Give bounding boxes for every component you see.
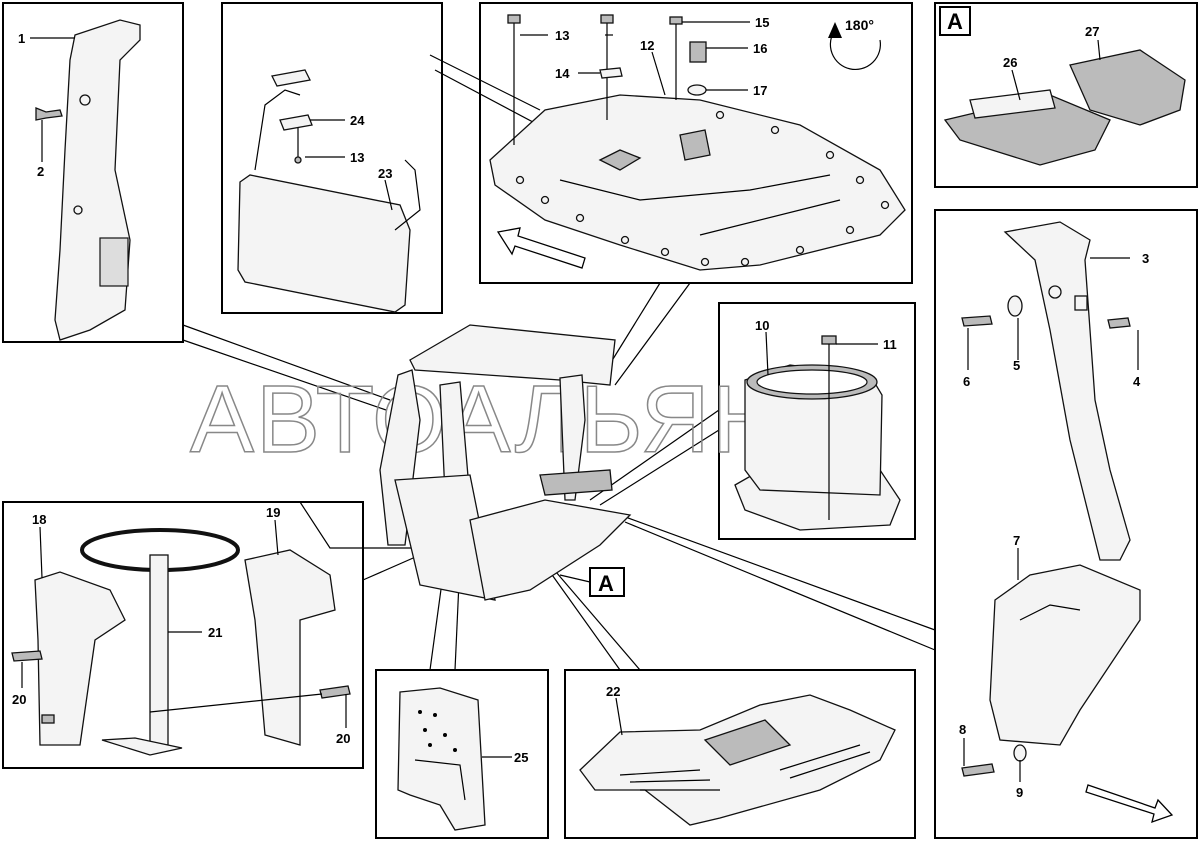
cab-floor	[469, 499, 632, 601]
part-20-screws	[11, 650, 351, 713]
section-marker-a-box: A	[939, 6, 971, 36]
callout-15: 15	[755, 15, 769, 30]
part-8-screw	[961, 763, 995, 777]
callout-17: 17	[753, 83, 767, 98]
callout-25: 25	[514, 750, 528, 765]
callout-9: 9	[1016, 785, 1023, 800]
part-26-floor-mat	[943, 89, 1111, 166]
callout-18: 18	[32, 512, 46, 527]
part-27-mat	[1069, 49, 1186, 126]
part-24-bracket	[271, 69, 313, 131]
part-9-washer	[1013, 744, 1027, 762]
section-marker-a-label: A	[947, 9, 963, 34]
part-5-washer	[1007, 295, 1023, 317]
part-2-screw-left	[35, 107, 63, 121]
part-12-roof-panel	[489, 94, 906, 271]
callout-20-right: 20	[336, 731, 350, 746]
callout-13-roof: 13	[555, 28, 569, 43]
callout-26: 26	[1003, 55, 1017, 70]
callout-24: 24	[350, 113, 365, 128]
callout-23: 23	[378, 166, 392, 181]
callout-20-left: 20	[12, 692, 26, 707]
rotate-180-icon	[828, 22, 881, 71]
callout-10: 10	[755, 318, 769, 333]
callout-1: 1	[18, 31, 25, 46]
part-3-pillar-trim-right	[1003, 221, 1131, 561]
part-15-screw	[669, 16, 683, 100]
part-11-bolt	[821, 335, 837, 520]
rotation-label: 180°	[845, 17, 874, 33]
part-10-duct	[734, 364, 901, 531]
part-23-sun-visor	[237, 89, 421, 313]
callout-3: 3	[1142, 251, 1149, 266]
part-14-washer	[599, 67, 623, 79]
callout-6: 6	[963, 374, 970, 389]
callout-27: 27	[1085, 24, 1099, 39]
part-6-screw	[961, 315, 993, 327]
callout-13-visor: 13	[350, 150, 364, 165]
callout-8: 8	[959, 722, 966, 737]
main-cab-assembly	[379, 324, 632, 601]
part-17-washer	[687, 84, 707, 96]
part-18-cover-left	[34, 571, 126, 746]
direction-arrow-right-icon	[1085, 784, 1174, 824]
callout-14: 14	[555, 66, 570, 81]
callout-19: 19	[266, 505, 280, 520]
part-16-spacer	[689, 41, 707, 63]
part-1-pillar-trim	[54, 19, 141, 341]
part-22-floor-mat	[579, 694, 896, 826]
section-marker-main-label: A	[598, 571, 614, 596]
part-21-steering-column	[80, 528, 240, 756]
section-marker-main: A	[559, 567, 625, 597]
watermark-text: АВТОАЛЬЯНС	[190, 366, 854, 473]
direction-arrow-icon	[496, 227, 586, 269]
part-19-cover-right	[244, 549, 336, 746]
part-25-panel	[397, 687, 486, 831]
callout-11: 11	[883, 337, 897, 352]
callout-12: 12	[640, 38, 654, 53]
part-7-console-cover	[989, 564, 1141, 746]
callout-21: 21	[208, 625, 222, 640]
callout-2: 2	[37, 164, 44, 179]
callout-22: 22	[606, 684, 620, 699]
cab-roof	[409, 324, 616, 386]
part-4-screw	[1107, 317, 1131, 329]
cab-front-panel	[394, 474, 496, 601]
callout-7: 7	[1013, 533, 1020, 548]
callout-5: 5	[1013, 358, 1020, 373]
part-13-bolt-visor	[294, 128, 302, 164]
cab-floor-frame	[539, 469, 613, 496]
callout-16: 16	[753, 41, 767, 56]
callout-4: 4	[1133, 374, 1141, 389]
